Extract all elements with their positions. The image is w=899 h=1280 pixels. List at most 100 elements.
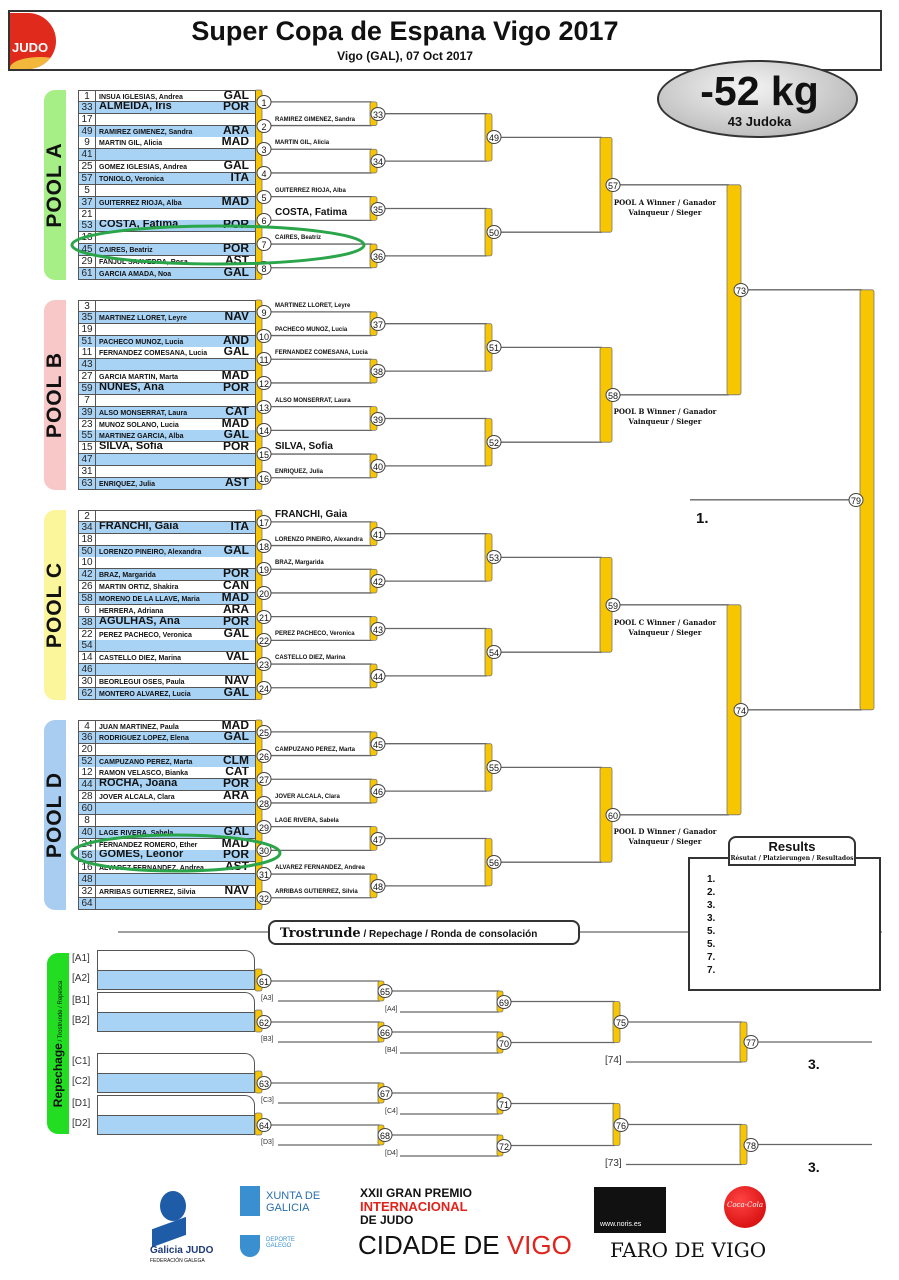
competitor-row: 8 xyxy=(78,814,256,827)
pool-winner-sublabel: Vainqueur / Sieger xyxy=(628,416,702,426)
pool-tab: POOL D xyxy=(43,720,66,910)
third-place-label: 3. xyxy=(808,1158,820,1175)
competitor-row: 31 xyxy=(78,465,256,478)
seed-number: 40 xyxy=(79,826,96,838)
match-number: 50 xyxy=(486,225,502,240)
country-code: POR xyxy=(222,616,249,628)
match-number: 35 xyxy=(370,201,386,216)
seed-number: 60 xyxy=(79,802,96,814)
weight-class-badge: -52 kg 43 Judoka xyxy=(657,60,858,138)
judo-logo: JUDO xyxy=(10,13,56,69)
match-number: 39 xyxy=(370,411,386,426)
match-number: 42 xyxy=(370,574,386,589)
competitor-name: ENRIQUEZ, Julia xyxy=(99,480,156,488)
match-number: 71 xyxy=(496,1096,512,1111)
result-place: 7. xyxy=(707,965,716,976)
country-code: ITA xyxy=(230,521,249,533)
noris-url: www.noris.es xyxy=(600,1221,642,1228)
country-code: GAL xyxy=(223,90,249,102)
seed-number: 5 xyxy=(79,184,96,196)
match-number: 2 xyxy=(256,118,272,133)
xunta-emblem xyxy=(240,1186,260,1216)
repechage-slot-box xyxy=(97,1095,255,1115)
match-number: 21 xyxy=(256,609,272,624)
match-number: 34 xyxy=(370,154,386,169)
round1-winner: FRANCHI, Gaia xyxy=(275,508,348,520)
judoka-count: 43 Judoka xyxy=(727,114,792,129)
seed-number: 12 xyxy=(79,767,96,779)
round1-winner: ALVAREZ FERNANDEZ, Andrea xyxy=(275,865,365,872)
match-number: 8 xyxy=(256,260,272,275)
seed-number: 17 xyxy=(79,113,96,125)
competitor-row: 18 xyxy=(78,533,256,546)
round1-winner: LORENZO PINEIRO, Alexandra xyxy=(275,536,363,543)
seed-number: 50 xyxy=(79,545,96,557)
match-number: 31 xyxy=(256,867,272,882)
competitor-name: FERNANDEZ ROMERO, Ether xyxy=(99,841,198,849)
seed-number: 13 xyxy=(79,232,96,244)
seed-number: 34 xyxy=(79,521,96,533)
match-number: 54 xyxy=(486,645,502,660)
repechage-slot-label: [D1] xyxy=(72,1098,91,1109)
match-number: 36 xyxy=(370,248,386,263)
gran-premio-line3: DE JUDO xyxy=(360,1213,414,1227)
match-number: 70 xyxy=(496,1035,512,1050)
match-number: 37 xyxy=(370,316,386,331)
competitor-row: 19 xyxy=(78,323,256,336)
seed-number: 44 xyxy=(79,779,96,791)
faro-de-vigo-logo: FARO DE VIGO xyxy=(610,1238,767,1262)
match-number: 15 xyxy=(256,447,272,462)
result-place: 3. xyxy=(707,913,716,924)
country-code: CAT xyxy=(225,767,249,779)
pool-label: POOL A xyxy=(43,142,66,228)
repechage-source-label: [B4] xyxy=(385,1047,398,1054)
page-title: Super Copa de Espana Vigo 2017 xyxy=(191,16,619,46)
repechage-slot-box xyxy=(97,950,255,970)
country-code: AND xyxy=(223,335,249,347)
competitor-name: RODRIGUEZ LOPEZ, Elena xyxy=(99,734,189,742)
pool-winner-sublabel: Vainqueur / Sieger xyxy=(628,207,702,217)
match-number: 62 xyxy=(256,1015,272,1029)
seed-number: 18 xyxy=(79,533,96,545)
header-box xyxy=(8,10,882,71)
competitor-name: RAMON VELASCO, Bianka xyxy=(99,770,189,778)
seed-number: 4 xyxy=(79,721,96,731)
seed-number: 16 xyxy=(79,862,96,874)
seed-number: 55 xyxy=(79,430,96,442)
country-code: VAL xyxy=(225,652,249,664)
competitor-name: CAMPUZANO PEREZ, Marta xyxy=(99,758,193,766)
result-place: 3. xyxy=(707,900,716,911)
repechage-slot-label: [C1] xyxy=(72,1056,91,1067)
match-number: 60 xyxy=(605,807,621,822)
competitor-row: 7 xyxy=(78,394,256,407)
match-number: 72 xyxy=(496,1138,512,1153)
weight-class: -52 kg xyxy=(700,68,819,114)
coca-cola-logo: Coca-Cola xyxy=(724,1186,766,1228)
round1-winner: PACHECO MUNOZ, Lucia xyxy=(275,326,348,333)
country-code: POR xyxy=(222,442,249,454)
pool-winner-sublabel: Vainqueur / Sieger xyxy=(628,627,702,637)
country-code: ARA xyxy=(223,791,249,803)
competitor-name: ALSO MONSERRAT, Laura xyxy=(99,409,188,417)
seed-number: 28 xyxy=(79,791,96,803)
seed-number: 23 xyxy=(79,418,96,430)
match-number: 27 xyxy=(256,772,272,787)
match-number: 40 xyxy=(370,458,386,473)
match-number: 47 xyxy=(370,831,386,846)
repechage-slot-box xyxy=(97,1115,255,1135)
match-number: 24 xyxy=(256,680,272,695)
competitor-name: MARTIN ORTIZ, Shakira xyxy=(99,584,179,592)
match-number: 45 xyxy=(370,736,386,751)
repechage-slot-label: [C2] xyxy=(72,1076,91,1087)
